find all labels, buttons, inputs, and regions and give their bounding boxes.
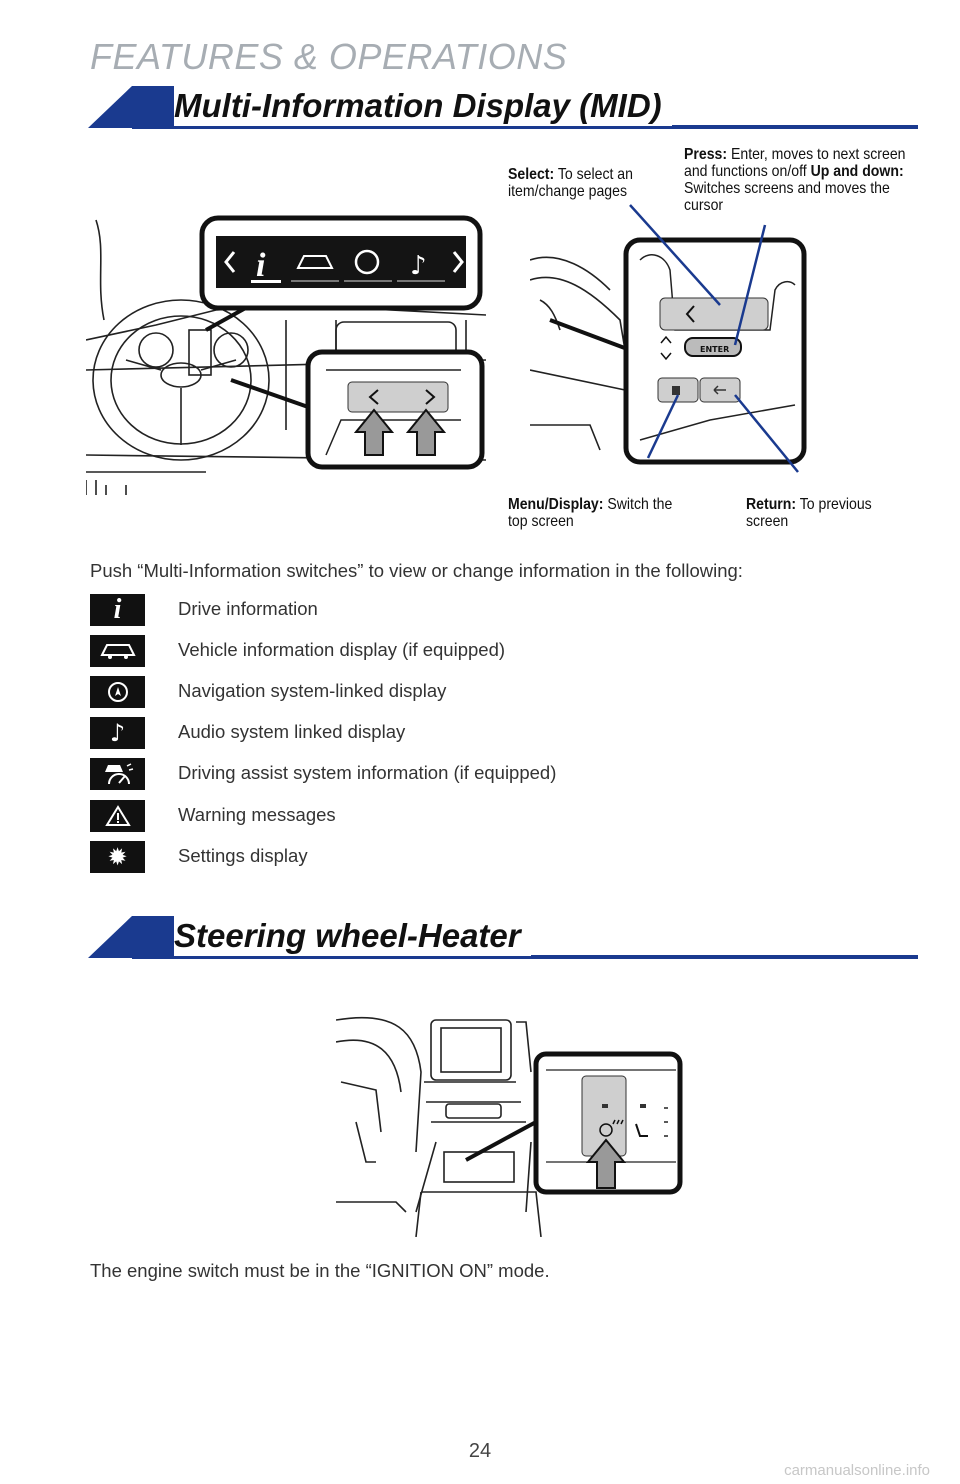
dashboard-mid-illustration: i ♪ (86, 215, 486, 495)
list-item: i Drive information (90, 594, 690, 626)
callout-return-label: Return: (746, 496, 797, 513)
mid-intro-text: Push “Multi-Information switches” to vie… (90, 560, 743, 581)
list-item-label: Settings display (178, 845, 308, 866)
section-band-line (132, 955, 918, 959)
callout-select: Select: To select an item/change pages (508, 166, 662, 200)
gear-icon: ✹ (90, 841, 145, 873)
callout-updown-label: Up and down: (810, 163, 904, 180)
section-band-line (132, 125, 918, 129)
warning-icon (90, 800, 145, 832)
list-item: Warning messages (90, 800, 690, 832)
callout-menu: Menu/Display: Switch the top screen (508, 496, 684, 530)
page-number: 24 (468, 1440, 492, 1462)
list-item-label: Drive information (178, 598, 318, 619)
callout-press-text: Enter, moves to next screen and function… (684, 146, 906, 180)
callout-menu-label: Menu/Display: (508, 496, 604, 513)
list-item: ♪ Audio system linked display (90, 717, 690, 749)
svg-text:♪: ♪ (410, 251, 427, 281)
list-item: Navigation system-linked display (90, 676, 690, 708)
enter-button-text: ENTER (700, 345, 729, 354)
callout-press: Press: Enter, moves to next screen and f… (684, 146, 917, 214)
steering-heater-illustration (336, 1016, 683, 1237)
svg-text:i: i (256, 247, 266, 284)
ignition-note: The engine switch must be in the “IGNITI… (90, 1260, 550, 1281)
heater-section-title: Steering wheel-Heater (174, 916, 531, 956)
list-item: Driving assist system information (if eq… (90, 758, 690, 790)
list-item-label: Driving assist system information (if eq… (178, 762, 557, 783)
info-icon: i (90, 594, 145, 626)
section-band-wedge (88, 86, 132, 128)
list-item-label: Vehicle information display (if equipped… (178, 639, 506, 660)
list-item-label: Warning messages (178, 804, 336, 825)
section-band-wedge (88, 916, 132, 958)
heater-section-header: Steering wheel-Heater (88, 916, 918, 962)
callout-select-text: To select an item/change pages (508, 166, 633, 200)
callout-press-label: Press: (684, 146, 728, 163)
watermark: carmanualsonline.info (784, 1462, 930, 1479)
list-item: Vehicle information display (if equipped… (90, 635, 690, 667)
list-item-label: Audio system linked display (178, 721, 406, 742)
callout-return-text: To previous screen (746, 496, 872, 530)
callout-updown-text: Switches screens and moves the cursor (684, 180, 890, 214)
callout-return: Return: To previous screen (746, 496, 913, 530)
callout-select-label: Select: (508, 166, 555, 183)
list-item-label: Navigation system-linked display (178, 680, 447, 701)
callout-menu-text: Switch the top screen (508, 496, 673, 530)
navigation-icon (90, 676, 145, 708)
mid-section-title: Multi-Information Display (MID) (174, 86, 672, 126)
driving-assist-icon (90, 758, 145, 790)
vehicle-icon (90, 635, 145, 667)
music-note-icon: ♪ (90, 717, 145, 749)
list-item: ✹ Settings display (90, 841, 690, 873)
switch-detail-illustration: ENTER (530, 204, 807, 473)
page-header: FEATURES & OPERATIONS (90, 36, 568, 77)
mid-section-header: Multi-Information Display (MID) (88, 86, 918, 132)
